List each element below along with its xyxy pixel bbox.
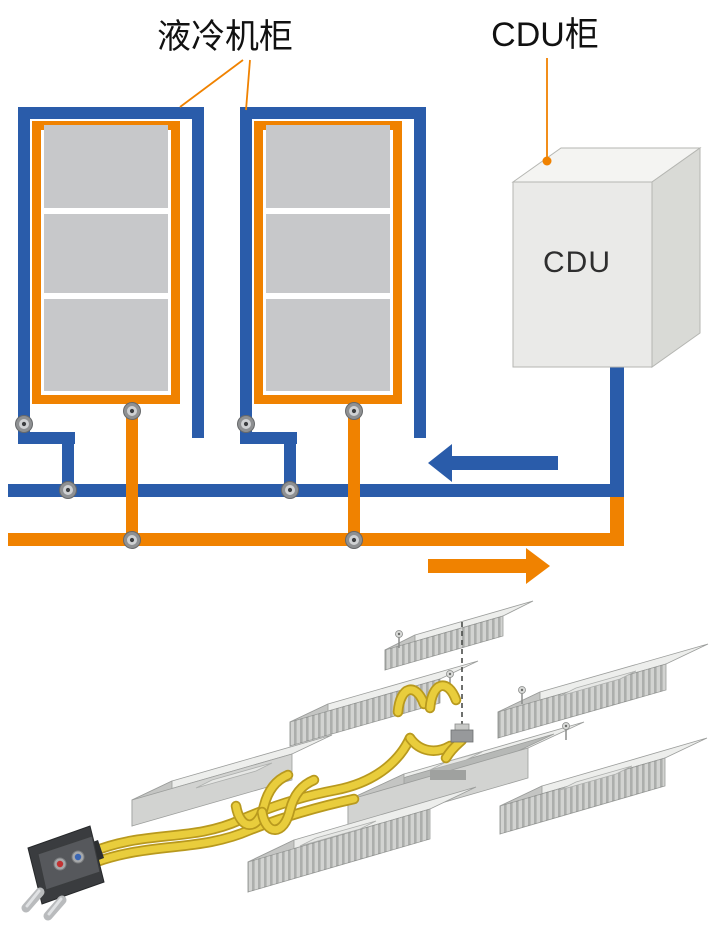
server-block [44, 125, 168, 208]
cdu-orange-riser-pipe [610, 497, 624, 533]
pipe-segment [240, 432, 297, 444]
cooling-loop-schematic: CDU 液冷机柜 CDU柜 [8, 16, 702, 584]
cold-plate-module [497, 643, 709, 739]
cdu-cabinet-label: CDU柜 [491, 16, 599, 54]
module-top-plate [195, 762, 273, 789]
pipe-coupling-icon [59, 481, 77, 499]
module-fins [498, 664, 666, 738]
leader-line [245, 59, 251, 111]
coolant-tube [86, 732, 416, 858]
server-block [266, 299, 390, 391]
pipe-coupling-icon [123, 402, 141, 420]
pipe-segment [254, 121, 263, 404]
coolant-tube [90, 793, 360, 868]
cabinet-1-server-blocks [44, 125, 168, 391]
pipe-segment [192, 107, 204, 438]
pipe-segment [18, 432, 75, 444]
pipe-coupling-icon [237, 415, 255, 433]
module-top-plate [559, 765, 633, 791]
cdu-box-front-face [512, 181, 653, 368]
spring-screw-icon [562, 722, 570, 740]
connector-port-blue [74, 853, 82, 861]
coolant-tube [230, 769, 294, 830]
server-block [266, 125, 390, 208]
coolant-tube [404, 732, 456, 756]
coolant-tube [256, 774, 320, 835]
spring-screw-icon [395, 630, 403, 648]
server-block [44, 299, 168, 391]
orange-supply-manifold-pipe [8, 533, 624, 546]
pipe-coupling-icon [15, 415, 33, 433]
cold-plate-module-illustration [21, 600, 709, 921]
cdu-label-leader [542, 58, 552, 166]
liquid-cooling-cabinet-2-blue-frame [240, 107, 426, 488]
connector-face [37, 835, 101, 891]
pipe-segment [414, 107, 426, 438]
tray-inner-block [429, 751, 483, 771]
blue-return-manifold-pipe [8, 484, 624, 497]
cold-plate-module [499, 737, 708, 835]
flow-arrow-right-icon [428, 548, 550, 584]
coolant-tubes [86, 680, 468, 868]
cold-plate-module [384, 600, 534, 671]
pipe-coupling-icon [281, 481, 299, 499]
cold-plate-module [131, 734, 333, 827]
pipe-segment [393, 121, 402, 404]
spring-screw-icon [518, 686, 526, 704]
cdu-box-side-face [651, 147, 701, 368]
server-block [44, 214, 168, 293]
flow-arrow-left-icon [428, 444, 558, 482]
pipe-segment [62, 432, 74, 488]
cabinet-2-server-blocks [266, 125, 390, 391]
module-fins [385, 616, 503, 670]
cold-plate-module [247, 786, 477, 893]
pipe-coupling-icon [345, 402, 363, 420]
cdu-box: CDU [511, 147, 702, 368]
pipe-segment [18, 107, 30, 444]
insert-fitting [450, 723, 474, 743]
module-front-face [347, 747, 529, 831]
cabinet-label: 液冷机柜 [157, 18, 293, 56]
connector-pin-highlight [25, 889, 41, 908]
cdu-box-label: CDU [543, 246, 611, 279]
cdu-blue-riser-pipe [610, 367, 624, 491]
module-fins [248, 809, 430, 892]
pipe-segment [32, 395, 180, 404]
liquid-cooling-cabinet-1-blue-frame [18, 107, 204, 488]
pipe-couplings [15, 402, 363, 549]
pipe-segment [32, 121, 41, 404]
coolant-tube [392, 684, 430, 718]
pipe-segment [171, 121, 180, 404]
pipe-coupling-icon [345, 531, 363, 549]
cabinet-label-leader-lines [179, 59, 251, 111]
pipe-segment [18, 107, 204, 119]
module-top-plate [559, 670, 637, 697]
connector-pin-highlight [47, 897, 63, 916]
module-top-plate [299, 820, 377, 847]
fitting-body [450, 729, 474, 743]
server-block [266, 214, 390, 293]
pipe-segment [284, 432, 296, 488]
pipe-segment [240, 107, 252, 444]
pipe-segment [240, 107, 426, 119]
quick-connector [21, 825, 105, 921]
pipe-segment [254, 395, 402, 404]
connector-port-red [56, 860, 64, 868]
leader-line [179, 59, 244, 108]
module-fins [500, 758, 665, 834]
leader-dot [542, 156, 552, 166]
tray-inner-block-face [430, 770, 466, 780]
coolant-tube [424, 680, 462, 714]
pipe-segment [348, 404, 360, 546]
pipe-segment [126, 404, 138, 546]
open-tray-module [347, 721, 585, 831]
pipe-coupling-icon [123, 531, 141, 549]
